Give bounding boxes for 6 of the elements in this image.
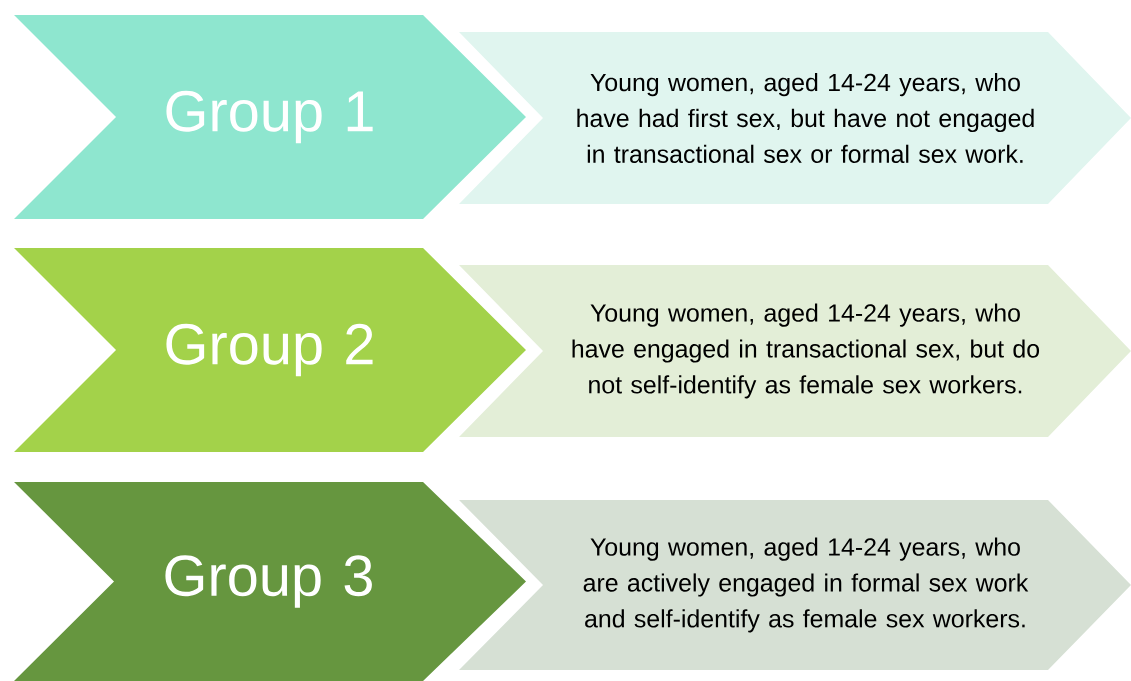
group-banner: Group 1 xyxy=(14,15,526,219)
group-banner: Group 2 xyxy=(14,248,526,452)
description-banner: Young women, aged 14-24 years, who are actively engaged in formal sex work and self-identify as female sex workers. xyxy=(459,500,1131,670)
description-banner: Young women, aged 14-24 years, who have engaged in transactional sex, but do not self-identify as female sex workers. xyxy=(459,265,1131,437)
description-banner: Young women, aged 14-24 years, who have had first sex, but have not engaged in transactional sex or formal sex work. xyxy=(459,32,1131,204)
group-banner: Group 3 xyxy=(14,482,526,681)
